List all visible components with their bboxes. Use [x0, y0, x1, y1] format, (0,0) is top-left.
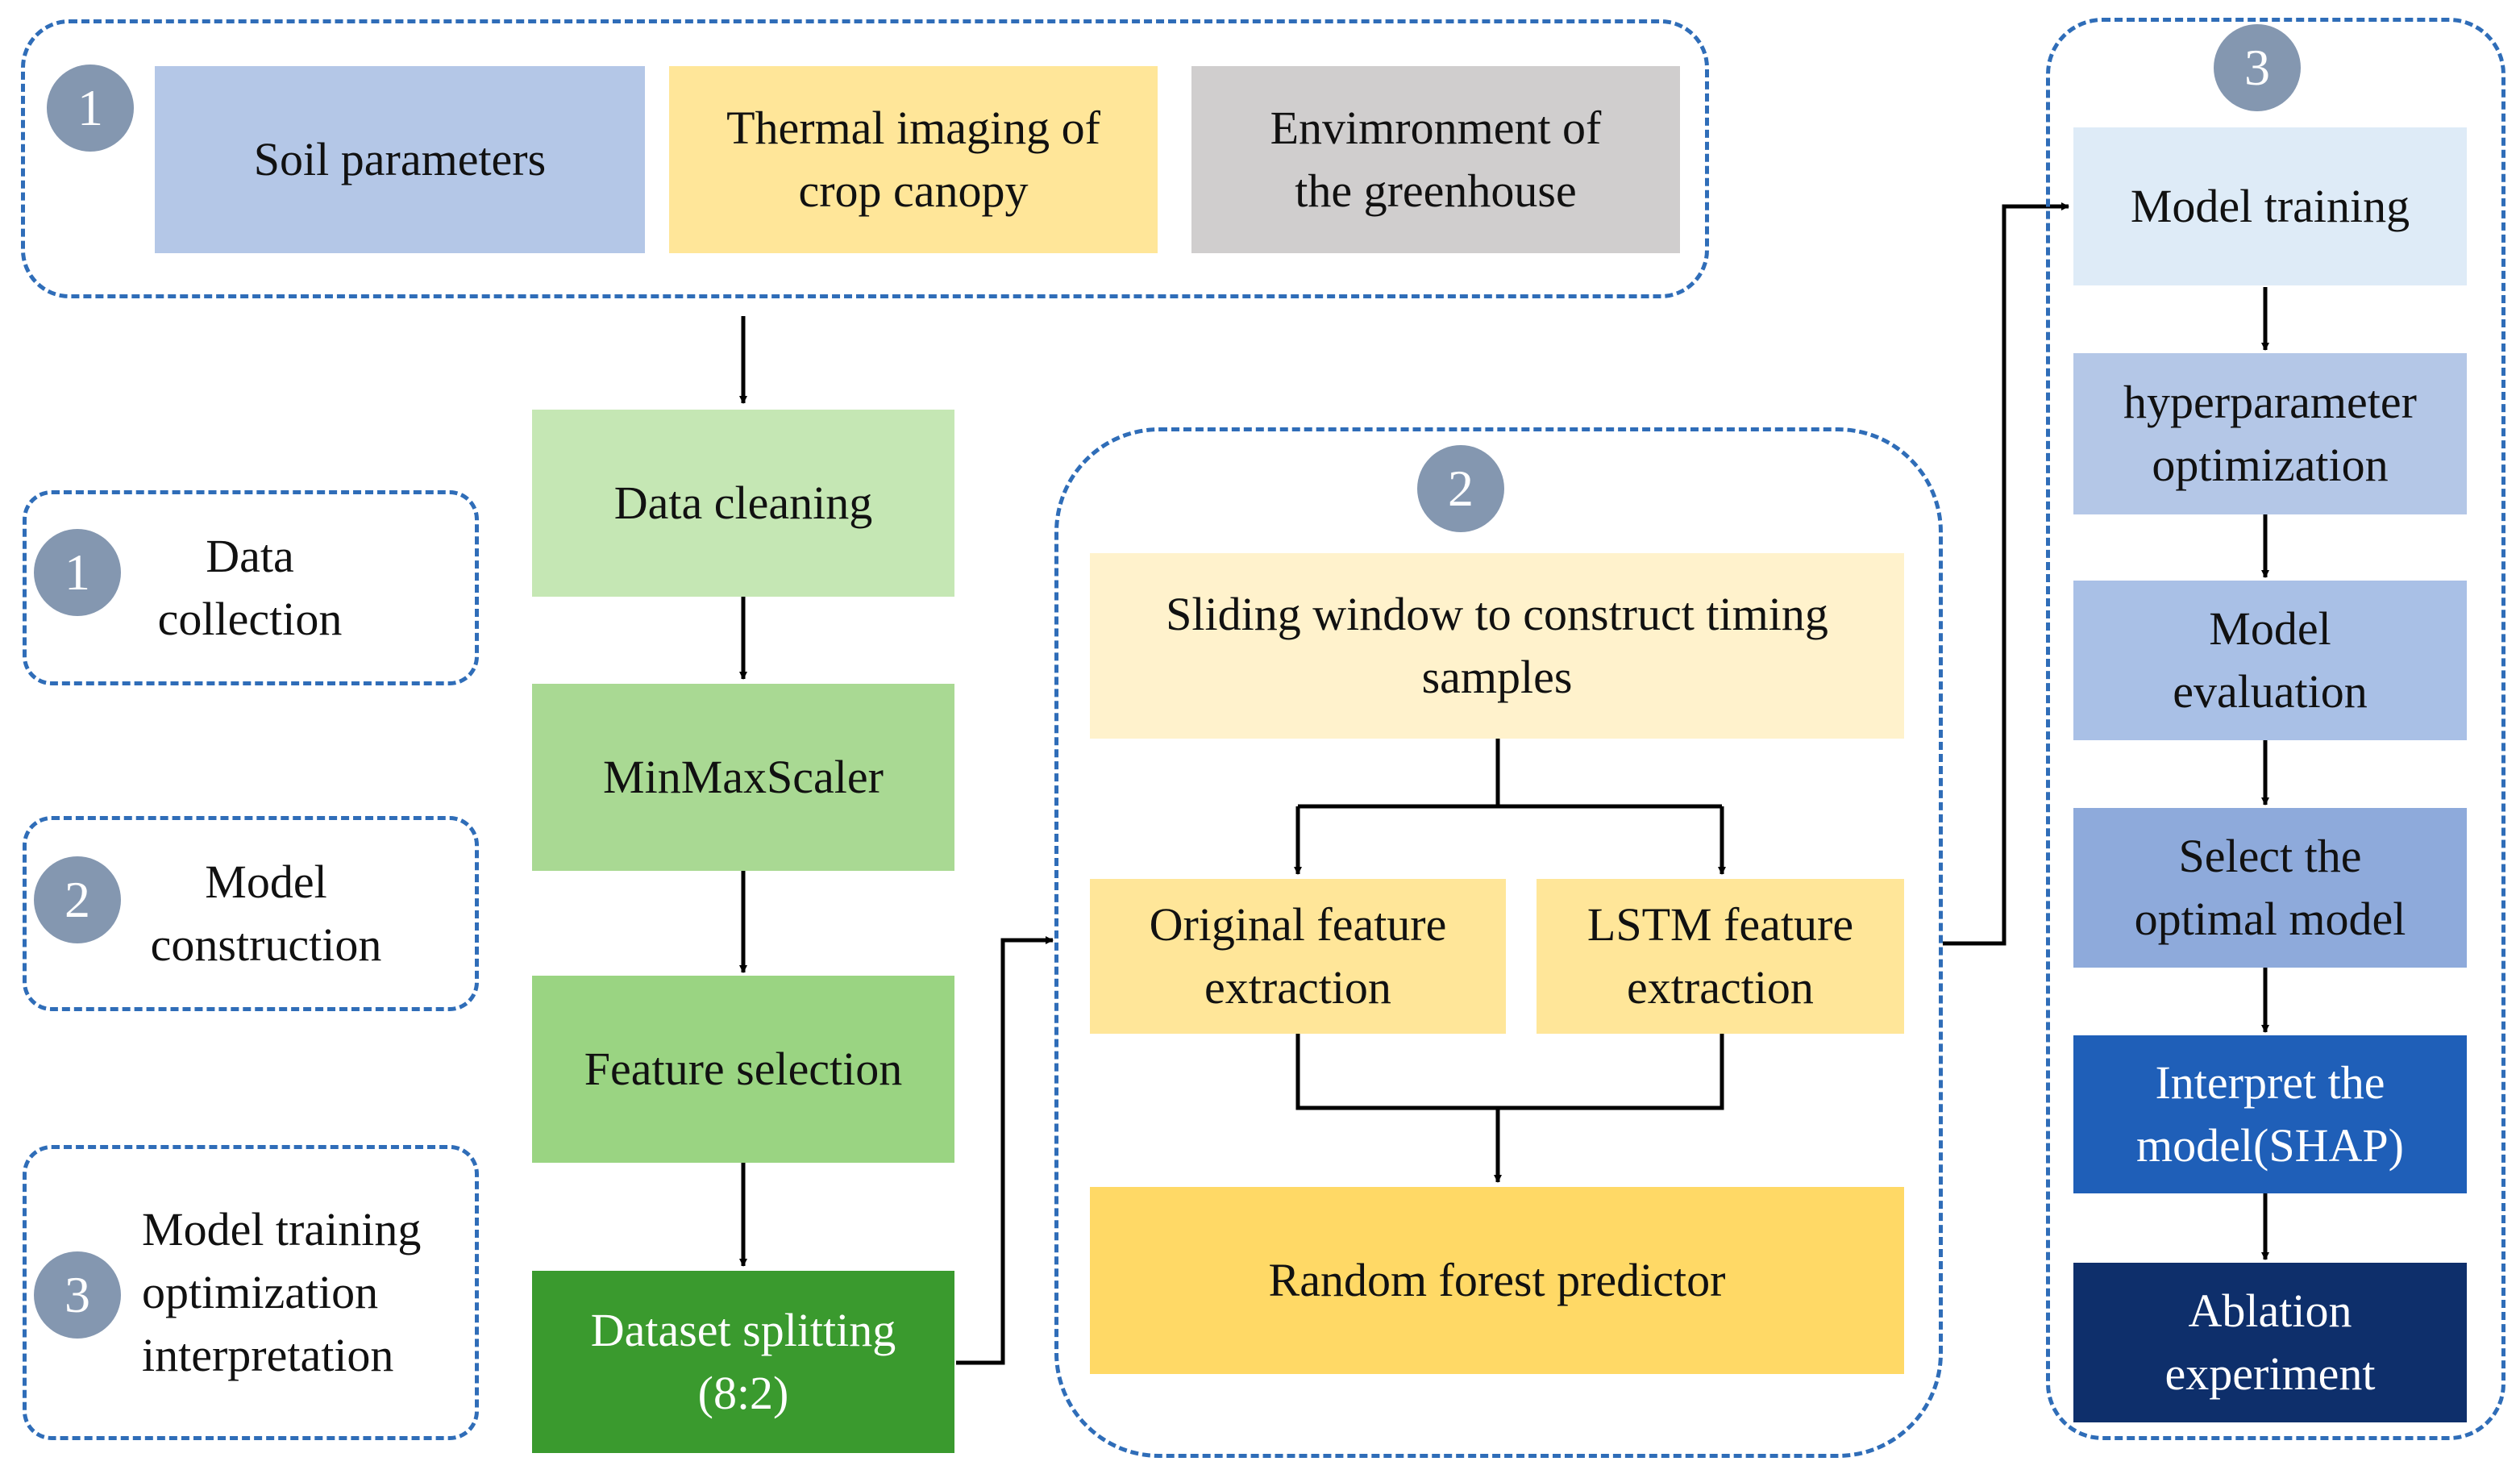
arrow-splitting-to-construction [956, 936, 1054, 1365]
soil-parameters-box: Soil parameters [155, 66, 645, 253]
select-model-label: Select the optimal model [2134, 830, 2406, 945]
select-model-box: Select the optimal model [2073, 808, 2467, 968]
model-training-label: Model training [2130, 180, 2410, 233]
feature-selection-label: Feature selection [584, 1043, 903, 1096]
random-forest-label: Random forest predictor [1268, 1254, 1726, 1307]
lstm-feature-label: LSTM feature extraction [1586, 898, 1854, 1014]
interpret-model-box: Interpret the model(SHAP) [2073, 1035, 2467, 1193]
legend-model-training [23, 1145, 479, 1440]
data-cleaning-label: Data cleaning [613, 477, 873, 530]
ablation-label: Ablation experiment [2164, 1285, 2376, 1400]
environment-box: Envimronment of the greenhouse [1191, 66, 1680, 253]
lstm-feature-box: LSTM feature extraction [1537, 879, 1904, 1034]
legend-model-construction-label: Model construction [150, 856, 382, 971]
original-feature-label: Original feature extraction [1149, 898, 1447, 1014]
legend-model-training-text: Model training optimization interpretati… [142, 1147, 468, 1439]
random-forest-box: Random forest predictor [1090, 1187, 1904, 1374]
feature-selection-box: Feature selection [532, 976, 954, 1163]
model-evaluation-box: Model evaluation [2073, 581, 2467, 740]
minmaxscaler-box: MinMaxScaler [532, 684, 954, 871]
badge-1-legend: 1 [34, 529, 121, 616]
soil-parameters-label: Soil parameters [253, 133, 547, 186]
legend-model-construction [23, 816, 479, 1011]
hyperparameter-label: hyperparameter optimization [2123, 376, 2417, 491]
badge-3-legend: 3 [34, 1251, 121, 1339]
dataset-splitting-label: Dataset splitting (8:2) [590, 1304, 896, 1419]
model-training-box: Model training [2073, 127, 2467, 285]
hyperparameter-box: hyperparameter optimization [2073, 353, 2467, 514]
minmaxscaler-label: MinMaxScaler [603, 751, 884, 804]
sliding-window-label: Sliding window to construct timing sampl… [1166, 588, 1828, 703]
legend-data-collection-label: Data collection [157, 530, 343, 645]
dataset-splitting-box: Dataset splitting (8:2) [532, 1271, 954, 1453]
ablation-box: Ablation experiment [2073, 1263, 2467, 1422]
legend-model-training-label: Model training optimization interpretati… [142, 1203, 422, 1381]
model-construction-group [1054, 427, 1943, 1458]
badge-2-top: 2 [1417, 445, 1504, 532]
interpret-model-label: Interpret the model(SHAP) [2136, 1056, 2404, 1172]
thermal-imaging-box: Thermal imaging of crop canopy [669, 66, 1158, 253]
badge-1-top: 1 [47, 65, 134, 152]
thermal-imaging-label: Thermal imaging of crop canopy [726, 102, 1100, 217]
sliding-window-box: Sliding window to construct timing sampl… [1090, 553, 1904, 739]
arrow-construction-to-training [1943, 202, 2069, 946]
data-collection-group [21, 19, 1709, 298]
environment-label: Envimronment of the greenhouse [1270, 102, 1602, 217]
legend-model-construction-text: Model construction [113, 818, 419, 1010]
data-cleaning-box: Data cleaning [532, 410, 954, 597]
model-training-group [2046, 18, 2505, 1440]
model-evaluation-label: Model evaluation [2173, 602, 2368, 718]
original-feature-box: Original feature extraction [1090, 879, 1506, 1034]
arrow-sliding-to-features [1295, 739, 1724, 874]
legend-data-collection-text: Data collection [121, 492, 379, 684]
arrow-features-to-rf [1295, 1034, 1724, 1182]
legend-data-collection [23, 490, 479, 685]
badge-2-legend: 2 [34, 856, 121, 943]
badge-3-top: 3 [2214, 24, 2301, 111]
